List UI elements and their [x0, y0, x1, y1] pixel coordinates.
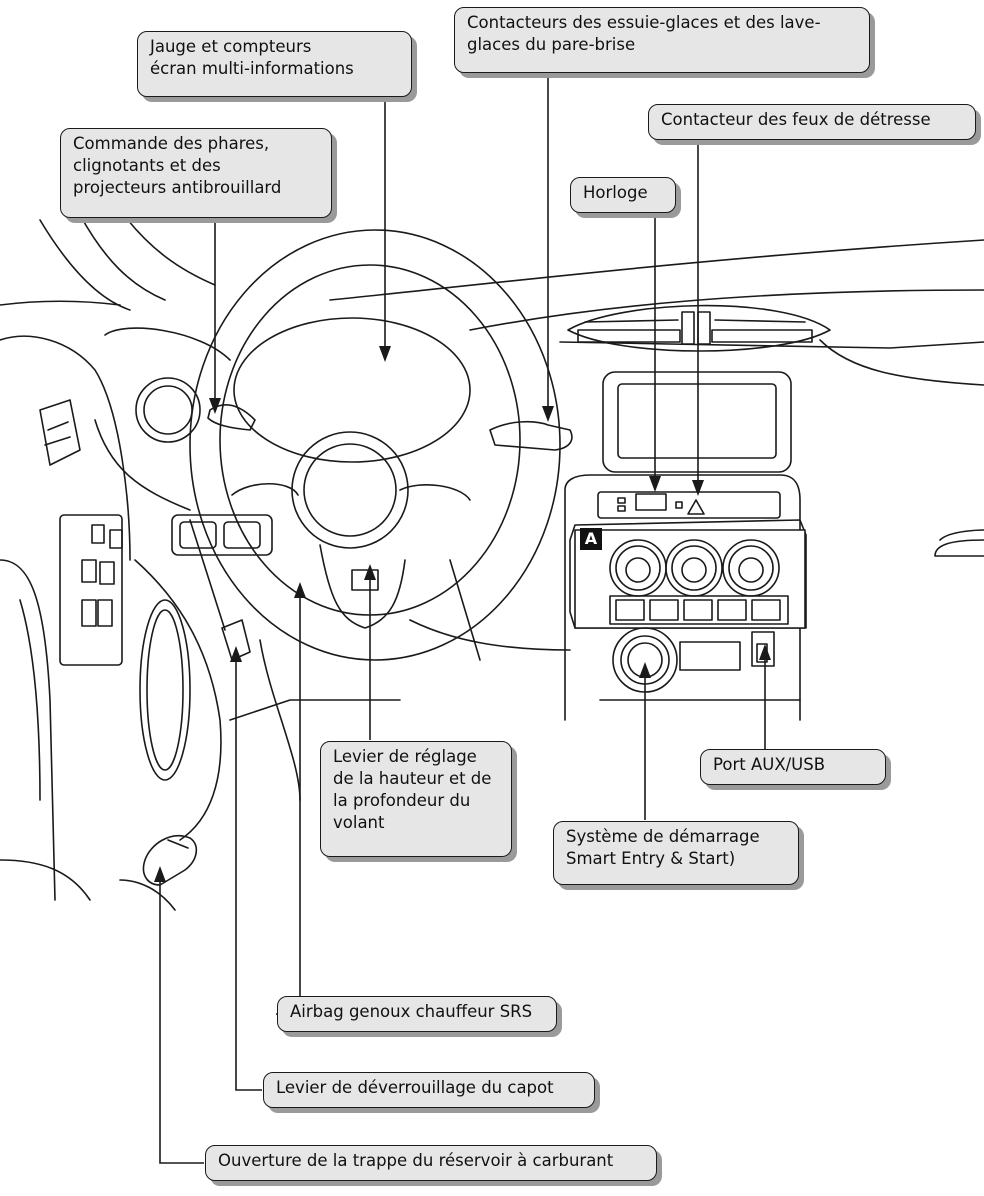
callout-hazard-switch: Contacteur des feux de détresse: [648, 104, 976, 140]
left-door: [0, 327, 231, 901]
right-side-vent: [934, 529, 984, 557]
callout-aux-usb: Port AUX/USB: [700, 749, 886, 785]
callout-tilt-lever: Levier de réglage de la hauteur et de la…: [320, 741, 512, 857]
center-air-vent: [567, 304, 831, 352]
callout-hood-release: Levier de déverrouillage du capot: [263, 1072, 595, 1108]
callout-start-system: Système de démarrage Smart Entry & Start…: [553, 821, 799, 885]
display-screen: [602, 371, 792, 473]
panel-a-badge: A: [580, 528, 602, 550]
callout-wiper-switch: Contacteurs des essuie-glaces et des lav…: [454, 7, 870, 73]
windshield-lines: [0, 209, 216, 311]
lower-dash-left: [171, 514, 571, 801]
callout-clock: Horloge: [570, 177, 676, 213]
dashboard-top: [329, 239, 984, 386]
fuel-door-lever: [119, 835, 198, 911]
callout-gauge-display: Jauge et compteurs écran multi-informati…: [137, 31, 412, 97]
steering-wheel: [189, 229, 573, 661]
callout-headlight-switch: Commande des phares, clignotants et des …: [60, 128, 332, 218]
callout-knee-airbag: Airbag genoux chauffeur SRS: [277, 996, 557, 1032]
center-stack: [564, 474, 807, 721]
callout-fuel-door: Ouverture de la trappe du réservoir à ca…: [205, 1145, 657, 1181]
hazard-triangle-icon: [687, 499, 705, 515]
arrowheads: [154, 346, 771, 882]
